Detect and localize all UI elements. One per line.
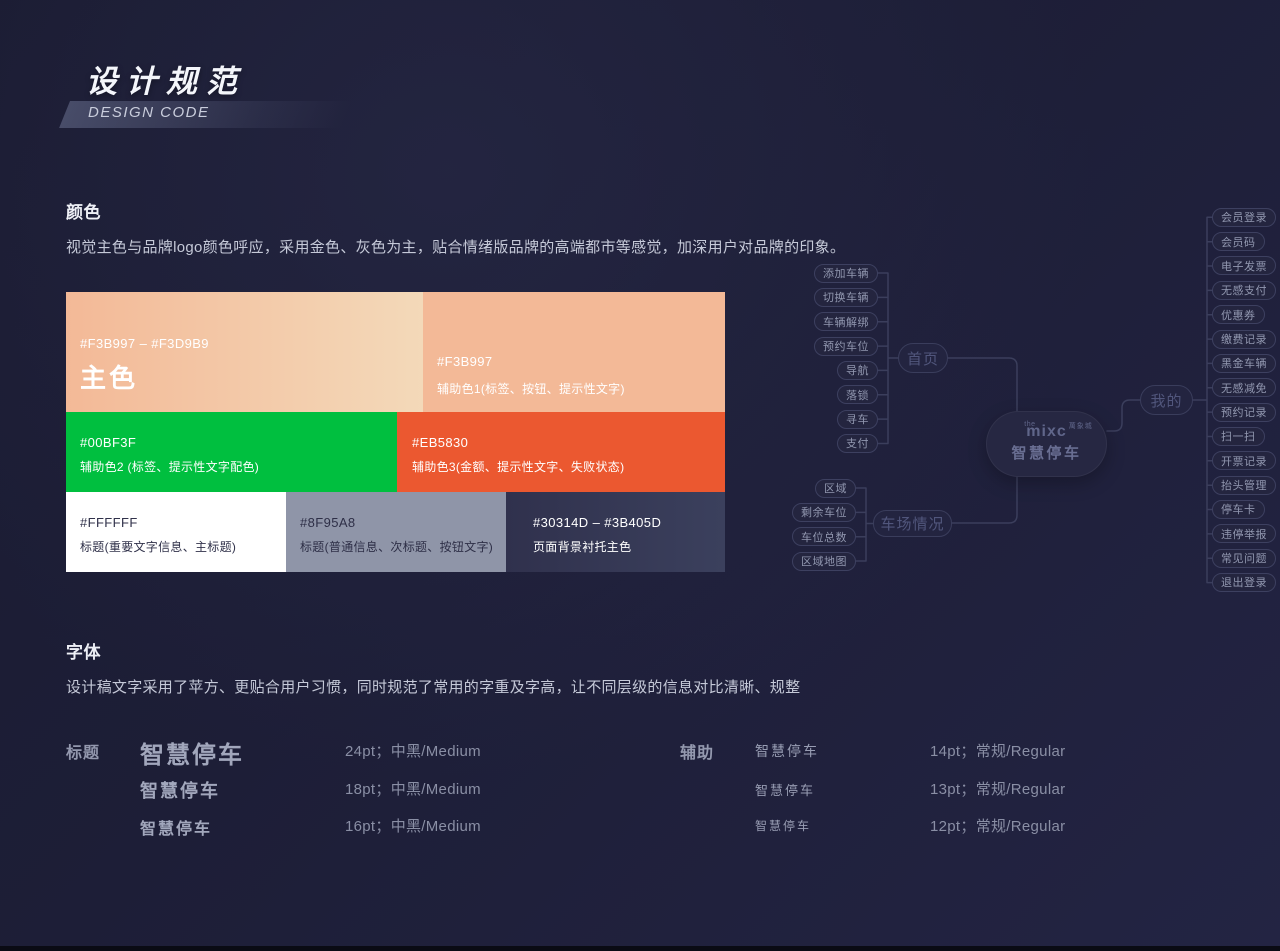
mindmap-connector [1106, 399, 1141, 432]
mixc-logo-cn: 萬象城 [1068, 423, 1093, 430]
swatch-hex: #8F95A8 [300, 515, 356, 530]
colors-section-description: 视觉主色与品牌logo颜色呼应，采用金色、灰色为主，贴合情绪版品牌的高端都市等感… [66, 239, 846, 256]
color-swatch-background: #30314D – #3B405D 页面背景衬托主色 [506, 492, 725, 572]
font-spec-14: 14pt；常规/Regular [930, 743, 1066, 760]
swatch-label: 辅助色2 (标签、提示性文字配色) [80, 460, 260, 474]
color-swatch-aux2: #00BF3F 辅助色2 (标签、提示性文字配色) [66, 412, 397, 492]
swatch-label: 主色 [80, 363, 139, 393]
mindmap-node: 寻车 [837, 409, 878, 429]
mindmap-node: 退出登录 [1212, 572, 1276, 592]
font-sample-12: 智慧停车 [755, 819, 812, 833]
page-subtitle: DESIGN CODE [88, 104, 210, 121]
swatch-label: 辅助色1(标签、按钮、提示性文字) [437, 382, 625, 396]
swatch-hex: #F3B997 [437, 354, 493, 369]
color-swatch-grid: #F3B997 – #F3D9B9 主色 #F3B997 辅助色1(标签、按钮、… [66, 292, 725, 572]
swatch-hex: #30314D – #3B405D [533, 515, 662, 530]
mindmap-node: 停车卡 [1212, 499, 1265, 519]
swatch-hex: #00BF3F [80, 435, 137, 450]
font-spec-12: 12pt；常规/Regular [930, 818, 1066, 835]
fonts-section-description: 设计稿文字采用了苹方、更贴合用户习惯，同时规范了常用的字重及字高，让不同层级的信… [66, 679, 801, 696]
mindmap-node: 剩余车位 [792, 502, 856, 522]
mindmap-connector [947, 357, 1018, 412]
mindmap-node: 预约记录 [1212, 402, 1276, 422]
mindmap-lot-children: 区域剩余车位车位总数区域地图 [756, 478, 856, 571]
mindmap-node: 开票记录 [1212, 451, 1276, 471]
mindmap-node: 扫一扫 [1212, 426, 1265, 446]
mindmap-node: 车辆解绑 [814, 312, 878, 332]
mindmap-node: 区域 [815, 478, 856, 498]
font-sample-13: 智慧停车 [755, 783, 816, 798]
swatch-label: 页面背景衬托主色 [533, 540, 632, 554]
color-swatch-gray: #8F95A8 标题(普通信息、次标题、按钮文字) [286, 492, 506, 572]
swatch-label: 标题(普通信息、次标题、按钮文字) [300, 540, 494, 554]
mindmap-node: 无感支付 [1212, 280, 1276, 300]
mindmap-node: 电子发票 [1212, 256, 1276, 276]
font-spec-18: 18pt；中黑/Medium [345, 781, 481, 798]
swatch-hex: #FFFFFF [80, 515, 138, 530]
font-sample-16: 智慧停车 [140, 821, 213, 838]
font-sample-24: 智慧停车 [140, 742, 244, 769]
mindmap-node: 区域地图 [792, 551, 856, 571]
font-sample-14: 智慧停车 [755, 743, 819, 759]
mindmap-branch-home: 首页 [898, 343, 948, 373]
mindmap-node: 常见问题 [1212, 548, 1276, 568]
swatch-label: 标题(重要文字信息、主标题) [80, 540, 237, 554]
mindmap-node: 落锁 [837, 385, 878, 405]
fonts-section-heading: 字体 [66, 643, 101, 662]
mindmap-node: 违停举报 [1212, 524, 1276, 544]
mindmap-node: 无感减免 [1212, 378, 1276, 398]
font-group-title-label: 标题 [66, 745, 101, 762]
color-swatch-aux1: #F3B997 辅助色1(标签、按钮、提示性文字) [423, 292, 725, 412]
mindmap-node: 导航 [837, 360, 878, 380]
font-spec-16: 16pt；中黑/Medium [345, 818, 481, 835]
mindmap-mine-children: 会员登录会员码电子发票无感支付优惠券缴费记录黑金车辆无感减免预约记录扫一扫开票记… [1212, 207, 1276, 592]
page-title: 设计规范 [86, 64, 246, 99]
swatch-hex: #EB5830 [412, 435, 469, 450]
color-swatch-aux3: #EB5830 辅助色3(金额、提示性文字、失败状态) [397, 412, 725, 492]
font-group-aux-label: 辅助 [680, 745, 715, 762]
mindmap-connector [1192, 216, 1215, 584]
mixc-logo-the: the [1024, 421, 1036, 428]
bottom-border-bar [0, 946, 1280, 951]
mindmap-node: 添加车辆 [814, 263, 878, 283]
font-sample-18: 智慧停车 [140, 781, 220, 801]
mixc-logo-main: mixc [1026, 423, 1067, 440]
mindmap-node: 支付 [837, 433, 878, 453]
mindmap-branch-parking-status: 车场情况 [873, 510, 952, 537]
mindmap-center-label: 智慧停车 [1011, 445, 1082, 462]
colors-section-heading: 颜色 [66, 203, 101, 222]
mindmap-node: 会员登录 [1212, 207, 1276, 227]
font-spec-24: 24pt；中黑/Medium [345, 743, 481, 760]
mindmap-node: 预约车位 [814, 336, 878, 356]
color-swatch-white: #FFFFFF 标题(重要文字信息、主标题) [66, 492, 286, 572]
mindmap-node: 抬头管理 [1212, 475, 1276, 495]
mindmap-node: 缴费记录 [1212, 329, 1276, 349]
mindmap-node: 优惠券 [1212, 305, 1265, 325]
mindmap-node: 切换车辆 [814, 287, 878, 307]
mindmap-home-children: 添加车辆切换车辆车辆解绑预约车位导航落锁寻车支付 [778, 263, 878, 453]
mindmap-connector [951, 476, 1018, 524]
swatch-hex: #F3B997 – #F3D9B9 [80, 336, 209, 351]
mindmap-node: 会员码 [1212, 232, 1265, 252]
color-swatch-primary: #F3B997 – #F3D9B9 主色 [66, 292, 423, 412]
font-spec-13: 13pt；常规/Regular [930, 781, 1066, 798]
mindmap-branch-mine: 我的 [1140, 385, 1193, 415]
swatch-label: 辅助色3(金额、提示性文字、失败状态) [412, 460, 625, 474]
mindmap-node: 黑金车辆 [1212, 353, 1276, 373]
mindmap-node: 车位总数 [792, 527, 856, 547]
